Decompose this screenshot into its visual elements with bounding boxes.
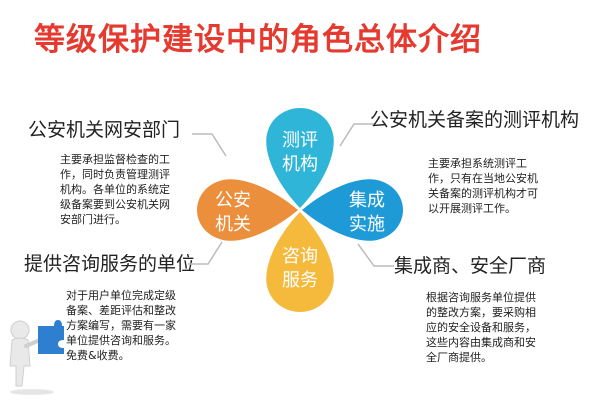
testing-desc-line: 关备案的测评机构才可 — [428, 187, 538, 200]
police-desc-line: 作，同时负责管理测评 — [60, 168, 170, 181]
testing-desc-line: 以开展测评工作。 — [428, 202, 516, 215]
bottom-left-connector — [188, 241, 223, 265]
testing-desc-line: 主要承担系统测评工 — [428, 157, 527, 170]
testing-desc-line: 作，只有在当地公安机 — [428, 172, 538, 185]
integrator-desc-line: 根据咨询服务单位提供 — [426, 291, 536, 304]
integrator-desc-line: 这些内容由集成商和安 — [426, 336, 536, 349]
role-petal-diagram: 测评 机构 公安 机关 集成 实施 咨询 服务 — [197, 108, 403, 312]
petal-bottom-label-1: 咨询 — [282, 246, 318, 267]
petal-top-label-1: 测评 — [282, 130, 318, 151]
petal-left-label-2: 机关 — [215, 214, 251, 235]
consulting-desc-line: 方案编写，需要有一家 — [66, 319, 176, 332]
integrator-vendor-description: 根据咨询服务单位提供 的整改方案，要采购相 应的安全设备和服务， 这些内容由集成… — [426, 290, 566, 365]
petal-right-label-1: 集成 — [349, 190, 385, 211]
petal-consulting — [266, 212, 334, 312]
integrator-vendor-heading: 集成商、安全厂商 — [394, 255, 547, 277]
consulting-desc-line: 备案、差距评估和整改 — [66, 304, 176, 317]
integrator-desc-line: 全厂商提供。 — [426, 351, 492, 364]
bottom-right-connector — [357, 243, 394, 267]
police-desc-line: 安部门进行。 — [60, 213, 126, 226]
consulting-desc-line: 免费&收费。 — [66, 349, 130, 362]
petal-right-label-2: 实施 — [349, 214, 385, 235]
figure-with-puzzle-icon — [9, 320, 64, 395]
police-cyber-dept-description: 主要承担监督检查的工 作，同时负责管理测评 机构。各单位的系统定 级备案要到公安… — [60, 152, 200, 227]
testing-agency-description: 主要承担系统测评工 作，只有在当地公安机 关备案的测评机构才可 以开展测评工作。 — [428, 156, 568, 216]
petal-left-label-1: 公安 — [215, 190, 251, 211]
page-title: 等级保护建设中的角色总体介绍 — [34, 22, 482, 58]
petal-top-label-2: 机构 — [282, 154, 318, 175]
police-cyber-dept-heading: 公安机关网安部门 — [28, 119, 181, 141]
testing-agency-heading: 公安机关备案的测评机构 — [370, 109, 580, 131]
petal-testing-agency — [266, 108, 334, 208]
integrator-desc-line: 应的安全设备和服务， — [426, 321, 536, 334]
consulting-unit-heading: 提供咨询服务的单位 — [24, 253, 196, 275]
police-desc-line: 机构。各单位的系统定 — [60, 183, 170, 196]
petal-bottom-label-2: 服务 — [282, 270, 318, 291]
top-left-connector — [192, 133, 227, 157]
police-desc-line: 主要承担监督检查的工 — [60, 153, 170, 166]
consulting-desc-line: 单位提供咨询和服务。 — [66, 334, 176, 347]
top-right-connector — [339, 123, 374, 147]
police-desc-line: 级备案要到公安机关网 — [60, 198, 170, 211]
consulting-desc-line: 对于用户单位完成定级 — [66, 289, 176, 302]
petal-integration — [302, 179, 403, 241]
consulting-unit-description: 对于用户单位完成定级 备案、差距评估和整改 方案编写，需要有一家 单位提供咨询和… — [66, 288, 206, 363]
integrator-desc-line: 的整改方案，要采购相 — [426, 306, 536, 319]
petal-police — [197, 179, 298, 241]
